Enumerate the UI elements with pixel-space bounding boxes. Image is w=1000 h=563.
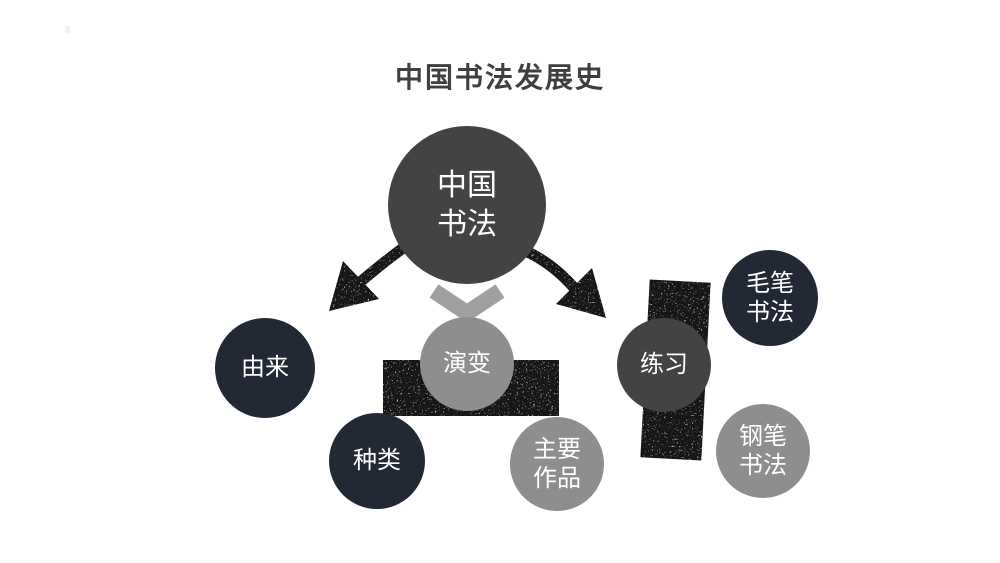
node-major-works-label: 主要 作品 bbox=[533, 436, 581, 492]
node-origin: 由来 bbox=[215, 318, 315, 418]
node-major-works: 主要 作品 bbox=[510, 417, 604, 511]
node-practice-label: 练习 bbox=[640, 351, 688, 378]
diagram-title: 中国书法发展史 bbox=[394, 62, 605, 93]
node-pen-calligraphy-label: 钢笔 书法 bbox=[739, 423, 787, 479]
curved-arrow-down-right-icon bbox=[517, 244, 606, 318]
node-evolution: 演变 bbox=[420, 317, 514, 411]
node-types: 种类 bbox=[329, 413, 425, 509]
node-origin-label: 由来 bbox=[241, 354, 289, 381]
node-practice: 练习 bbox=[617, 318, 711, 412]
node-chinese-calligraphy: 中国 书法 bbox=[388, 126, 546, 284]
chevron-stem bbox=[462, 306, 472, 322]
node-evolution-label: 演变 bbox=[443, 350, 491, 377]
watermark-dot bbox=[65, 26, 70, 33]
curved-arrow-down-left-icon bbox=[329, 234, 420, 311]
node-types-label: 种类 bbox=[353, 447, 401, 474]
node-brush-calligraphy: 毛笔 书法 bbox=[722, 250, 818, 346]
node-pen-calligraphy: 钢笔 书法 bbox=[716, 404, 810, 498]
node-brush-calligraphy-label: 毛笔 书法 bbox=[746, 270, 794, 326]
node-chinese-calligraphy-label: 中国 书法 bbox=[437, 169, 497, 241]
